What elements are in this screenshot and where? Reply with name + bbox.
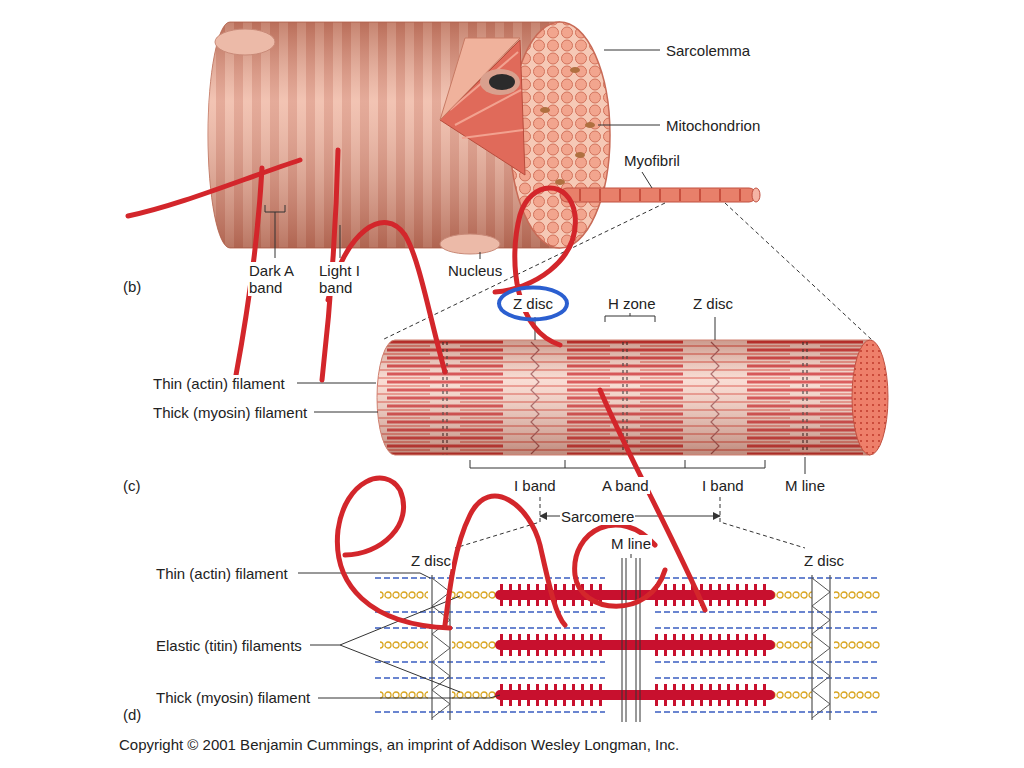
nucleus xyxy=(440,234,500,254)
pen-stroke xyxy=(128,160,300,216)
z-disc xyxy=(812,578,830,718)
panel-letter: (b) xyxy=(122,278,142,295)
part-label: Z disc xyxy=(803,552,845,569)
leader-line xyxy=(805,457,806,474)
pen-stroke xyxy=(575,390,705,610)
titin-filament xyxy=(452,640,498,650)
titin-filament xyxy=(834,690,880,700)
band-label: I band xyxy=(701,477,745,494)
band-bracket xyxy=(470,460,765,468)
part-label: Thin (actin) filament xyxy=(152,375,286,392)
band-label: I band xyxy=(513,477,557,494)
myofibril xyxy=(560,188,756,202)
leader-line xyxy=(298,573,430,578)
titin-filament xyxy=(772,590,812,600)
leader-line xyxy=(340,225,341,258)
myofibril-bands xyxy=(580,189,740,201)
part-label: Myofibril xyxy=(623,152,681,169)
leader-line xyxy=(314,412,378,413)
part-label: Thick (myosin) filament xyxy=(152,404,308,421)
pen-stroke xyxy=(445,496,565,625)
muscle-fiber xyxy=(208,22,760,254)
mitochondrion xyxy=(555,179,565,185)
band-bracket xyxy=(265,205,285,258)
leader-lines xyxy=(298,554,631,698)
panel-letter: (c) xyxy=(122,477,142,494)
fiber-cut-face xyxy=(510,22,610,248)
part-label: Elastic (titin) filaments xyxy=(155,637,303,654)
part-label: Sarcolemma xyxy=(665,42,751,59)
pen-circle xyxy=(499,288,567,320)
part-label: Nucleus xyxy=(447,262,503,279)
titin-filament xyxy=(834,640,880,650)
leader-line xyxy=(715,317,716,340)
band-label: A band xyxy=(601,477,650,494)
leader-line xyxy=(631,554,632,558)
panel-letter: (d) xyxy=(122,706,142,723)
leader-line xyxy=(480,252,481,259)
part-label: Sarcomere xyxy=(560,508,635,525)
sarcolemma-flap xyxy=(440,38,520,120)
myofibril-enlarged xyxy=(370,340,888,455)
leader-lines xyxy=(265,50,660,259)
titin-filament xyxy=(772,690,812,700)
leader-line xyxy=(310,596,460,692)
copyright-caption: Copyright © 2001 Benjamin Cummings, an i… xyxy=(118,736,680,753)
nucleus-core xyxy=(489,74,515,90)
thick-filament xyxy=(500,595,770,695)
band-label: Dark A band xyxy=(248,262,300,296)
part-label: Z disc xyxy=(692,295,734,312)
titin-filament xyxy=(380,640,428,650)
mitochondrion xyxy=(575,152,585,158)
part-label: Z disc xyxy=(410,552,452,569)
z-disc xyxy=(432,575,830,720)
zoom-line xyxy=(382,203,872,340)
m-line xyxy=(622,558,640,722)
mitochondrion xyxy=(570,67,580,73)
pen-stroke xyxy=(328,223,445,372)
nucleus xyxy=(215,29,275,55)
part-label: Thin (actin) filament xyxy=(155,565,289,582)
part-label: Z disc xyxy=(512,295,554,312)
leader-line xyxy=(598,125,660,126)
titin-filament xyxy=(772,640,812,650)
leader-line xyxy=(604,50,660,51)
part-label: M line xyxy=(784,477,826,494)
titin-filament xyxy=(380,590,428,600)
leader-line xyxy=(318,695,500,698)
mitochondria xyxy=(540,67,595,185)
part-label: M line xyxy=(610,535,652,552)
leader-line xyxy=(297,383,376,384)
part-label: Thick (myosin) filament xyxy=(155,689,311,706)
leader-line xyxy=(642,172,652,188)
pen-stroke xyxy=(495,188,575,345)
mitochondrion xyxy=(585,122,595,128)
band-label: Light I band xyxy=(318,262,366,296)
nucleus xyxy=(480,69,520,95)
handwriting xyxy=(128,150,705,628)
myofibril-end xyxy=(752,188,760,202)
titin-filament xyxy=(452,590,498,600)
myofibril-end xyxy=(852,340,888,455)
part-label: H zone xyxy=(607,295,657,312)
titin-filament xyxy=(834,590,880,600)
zone-bracket xyxy=(605,313,655,322)
part-label: Mitochondrion xyxy=(665,117,761,134)
mitochondrion xyxy=(540,107,550,113)
myosin-heads xyxy=(500,595,770,695)
